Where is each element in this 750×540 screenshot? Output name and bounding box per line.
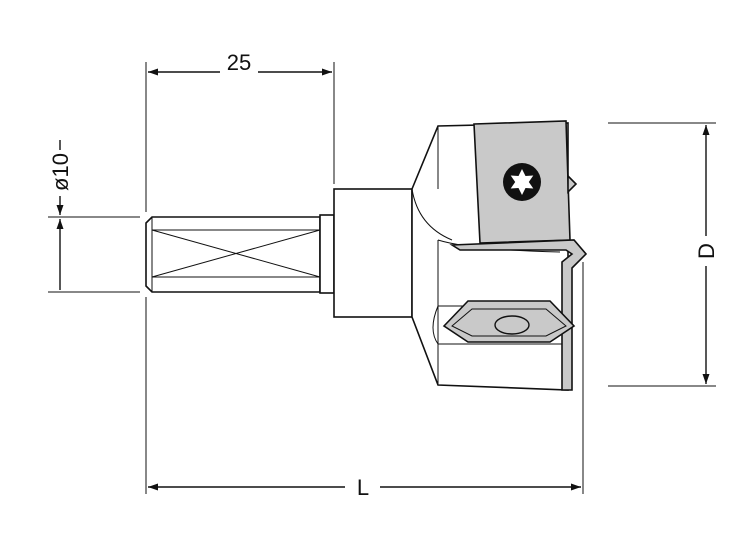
dimension-shank-length: 25	[145, 50, 335, 212]
dimension-shank-diameter: ø10	[48, 140, 140, 293]
outer-cutting-lip	[449, 239, 588, 391]
dimension-label-l: L	[357, 475, 369, 500]
dimension-label-o10: ø10	[48, 153, 73, 191]
torx-screw-icon	[503, 163, 541, 201]
center-point-insert	[442, 300, 576, 343]
dimension-cutting-diameter: D	[608, 122, 719, 387]
hex-shank	[145, 214, 335, 294]
dimension-label-25: 25	[227, 50, 251, 75]
collar	[333, 188, 413, 318]
dimension-overall-length: L	[145, 262, 584, 500]
dimension-label-d: D	[694, 243, 719, 259]
